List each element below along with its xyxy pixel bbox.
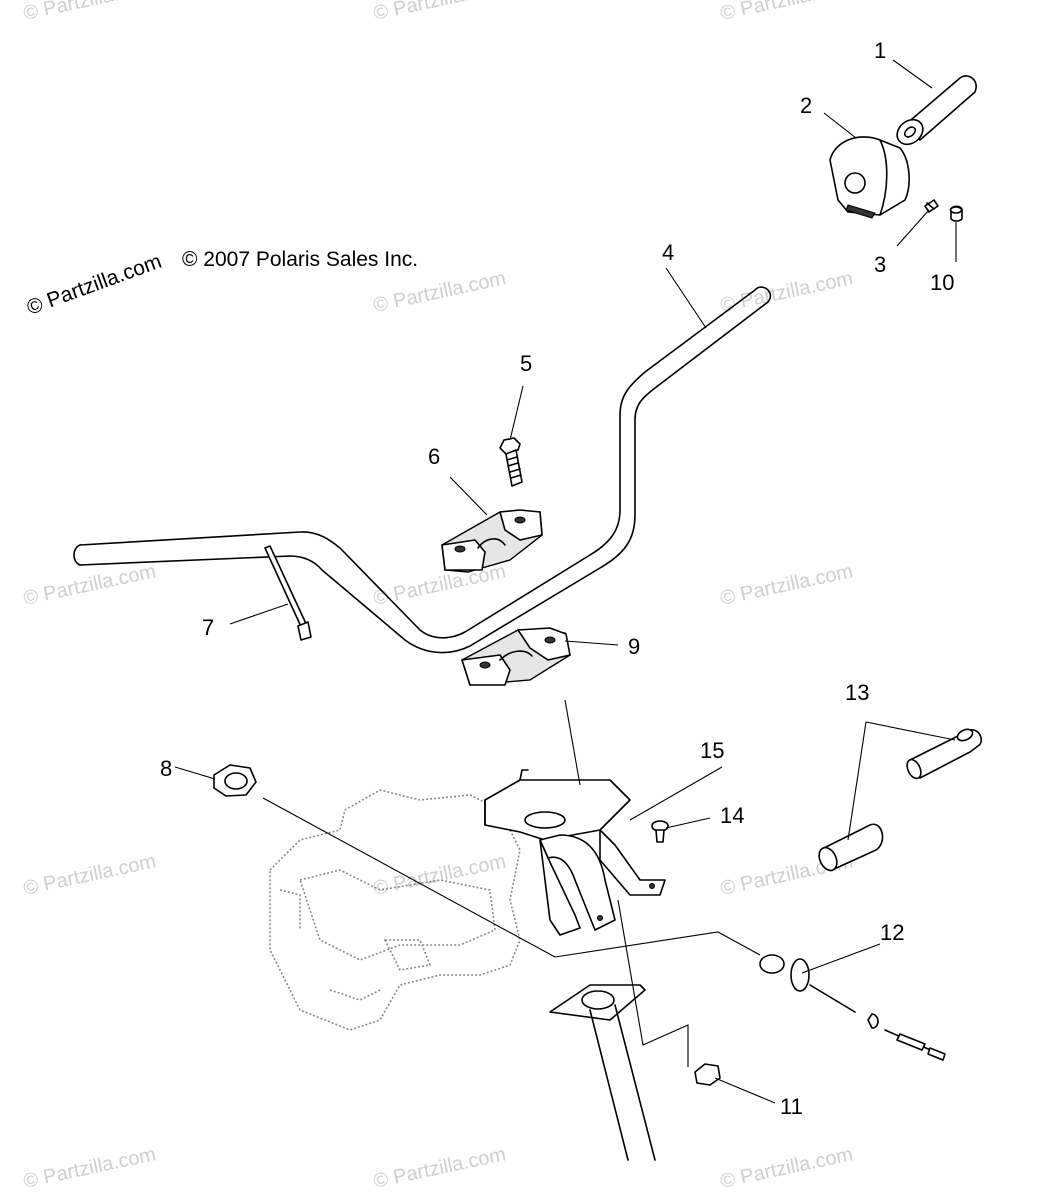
watermark: © Partzilla.com — [21, 560, 157, 610]
part-bolt-5 — [499, 437, 523, 487]
callout-5: 5 — [520, 351, 532, 376]
watermark: © Partzilla.com — [371, 1143, 507, 1193]
watermark: © Partzilla.com — [371, 0, 507, 25]
part-lower-clamp — [461, 627, 571, 686]
part-nut-8 — [213, 764, 257, 797]
callout-9: 9 — [628, 634, 640, 659]
callout-7: 7 — [202, 615, 214, 640]
callout-11: 11 — [780, 1094, 803, 1119]
part-strap — [264, 545, 312, 641]
watermark: © Partzilla.com — [371, 850, 507, 900]
watermark: © Partzilla.com — [718, 267, 854, 317]
part-cap-10 — [949, 205, 963, 222]
part-upper-clamp — [441, 509, 543, 573]
callout-10: 10 — [930, 270, 954, 295]
callout-3: 3 — [874, 252, 886, 277]
callout-8: 8 — [160, 756, 172, 781]
callout-15: 15 — [700, 738, 724, 763]
part-screw-3 — [924, 199, 939, 213]
watermark: © Partzilla.com — [371, 560, 507, 610]
part-steering-shaft — [549, 984, 656, 1161]
callout-6: 6 — [428, 444, 440, 469]
watermark: © Partzilla.com — [371, 267, 507, 317]
part-bracket — [484, 769, 666, 936]
leader-lines — [174, 59, 957, 1104]
watermark: © Partzilla.com — [21, 0, 157, 25]
watermark: © Partzilla.com — [21, 1143, 157, 1193]
watermark: © Partzilla.com — [718, 560, 854, 610]
watermark: © Partzilla.com — [21, 850, 157, 900]
copyright-text: © 2007 Polaris Sales Inc. — [182, 248, 418, 271]
part-nut-11 — [694, 1063, 721, 1086]
part-screw-14 — [651, 820, 669, 843]
watermarks: © Partzilla.com © Partzilla.com © Partzi… — [21, 0, 854, 1193]
part-cable-12 — [759, 954, 946, 1061]
part-grip — [896, 75, 977, 146]
part-throttle-housing — [829, 136, 910, 219]
callout-4: 4 — [662, 240, 674, 265]
part-handlebar — [73, 286, 772, 654]
watermark: © Partzilla.com — [718, 1143, 854, 1193]
callout-numbers: 1 2 3 4 5 6 7 8 9 10 11 12 13 14 15 — [160, 38, 954, 1119]
partzilla-watermark-dark: © Partzilla.com — [24, 250, 165, 320]
callout-14: 14 — [720, 803, 744, 828]
callout-12: 12 — [880, 920, 904, 945]
part-cover-13 — [818, 728, 982, 872]
callout-1: 1 — [874, 38, 886, 63]
callout-2: 2 — [800, 93, 812, 118]
watermark: © Partzilla.com — [718, 0, 854, 25]
callout-13: 13 — [845, 680, 869, 705]
frame-ghost — [269, 789, 521, 1031]
